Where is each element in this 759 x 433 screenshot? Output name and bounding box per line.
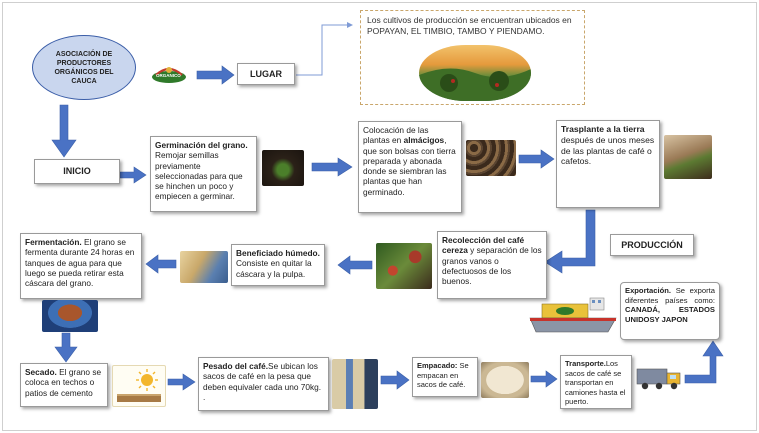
trasplante-body: después de unos meses de las plantas de …	[561, 134, 655, 167]
arrow-fermentacion-to-secado	[54, 332, 78, 363]
fermentacion-body: El grano se fermenta durante 24 horas en…	[25, 237, 135, 289]
recoleccion-title: Recolección del café cereza	[442, 235, 525, 256]
lugar-box: LUGAR	[237, 63, 295, 85]
beneficiado-title: Beneficiado húmedo.	[236, 248, 320, 258]
arrow-logo-to-lugar	[196, 65, 235, 85]
transporte-box: Transporte.Los sacos de café se transpor…	[560, 355, 632, 409]
beneficiado-image	[180, 251, 228, 283]
exportacion-title: Exportación.	[625, 286, 671, 295]
fermentacion-image	[42, 300, 98, 332]
ship-icon	[528, 294, 618, 336]
landscape-image	[419, 45, 531, 101]
location-text: Los cultivos de producción se encuentran…	[367, 15, 572, 36]
almacigos-image	[466, 140, 516, 176]
germinacion-box: Germinación del grano. Remojar semillas …	[150, 136, 257, 212]
arrow-beneficiado-to-fermentacion	[145, 254, 177, 274]
empacado-body: Se empacan en sacos de café.	[417, 361, 469, 389]
secado-box: Secado. El grano se coloca en techos o p…	[20, 363, 108, 407]
association-ellipse: ASOCIACIÓN DE PRODUCTORES ORGÁNICOS DEL …	[32, 35, 136, 100]
pesado-body: Se ubican los sacos de café en la pesa q…	[203, 361, 322, 402]
beneficiado-body: Consiste en quitar la cáscara y la pulpa…	[236, 258, 312, 279]
inicio-label: INICIO	[63, 166, 91, 177]
arrow-pesado-to-empacado	[380, 370, 410, 390]
association-name: ASOCIACIÓN DE PRODUCTORES ORGÁNICOS DEL …	[54, 50, 114, 85]
arrow-inicio-to-germinacion	[119, 166, 147, 184]
fermentacion-box: Fermentación. El grano se fermenta duran…	[20, 233, 142, 299]
germinacion-body: Remojar semillas previamente seleccionad…	[155, 150, 243, 202]
recoleccion-box: Recolección del café cereza y separación…	[437, 231, 547, 299]
trasplante-image	[664, 135, 712, 179]
recoleccion-image	[376, 243, 432, 289]
trasplante-box: Trasplante a la tierra después de unos m…	[556, 120, 660, 208]
inicio-box: INICIO	[34, 159, 120, 184]
produccion-box: PRODUCCIÓN	[610, 234, 694, 256]
arrow-transporte-to-exportacion	[684, 340, 724, 384]
secado-title: Secado.	[25, 367, 57, 377]
exportacion-body: Se exporta diferentes países como:	[625, 286, 715, 305]
trasplante-title: Trasplante a la tierra	[561, 124, 645, 134]
exportacion-countries: CANADÁ, ESTADOS UNIDOSY JAPON	[625, 305, 715, 324]
exportacion-box: Exportación. Se exporta diferentes paíse…	[620, 282, 720, 340]
produccion-label: PRODUCCIÓN	[621, 239, 683, 250]
connector-lugar-to-location	[296, 22, 353, 76]
almacigos-bold: almácigos	[403, 135, 445, 146]
fermentacion-title: Fermentación.	[25, 237, 82, 247]
secado-body: El grano se coloca en techos o patios de…	[25, 367, 102, 398]
pesado-title: Pesado del café.	[203, 361, 269, 371]
transporte-title: Transporte.	[565, 359, 606, 368]
arrow-empacado-to-transporte	[530, 370, 558, 388]
almacigos-box: Colocación de las plantas en almácigos, …	[358, 121, 462, 213]
empacado-image	[481, 362, 529, 398]
beneficiado-box: Beneficiado húmedo. Consiste en quitar l…	[231, 244, 325, 286]
lugar-label: LUGAR	[250, 68, 282, 79]
pesado-box: Pesado del café.Se ubican los sacos de c…	[198, 357, 329, 411]
germinacion-title: Germinación del grano.	[155, 140, 248, 150]
germinacion-image	[262, 150, 304, 186]
transporte-body: Los sacos de café se transportan en cami…	[565, 359, 626, 407]
arrow-secado-to-pesado	[167, 373, 196, 391]
pesado-image	[332, 359, 378, 409]
logo-text: ORGANICO	[156, 73, 181, 78]
arrow-trasplante-to-recoleccion	[544, 209, 596, 274]
almacigos-pre: Colocación de las plantas en	[363, 125, 429, 146]
arrow-recoleccion-to-beneficiado	[337, 255, 373, 275]
recoleccion-body: y separación de los granos vanos o defec…	[442, 245, 542, 287]
almacigos-post: , que son bolsas con tierra preparada y …	[363, 135, 456, 197]
empacado-title: Empacado:	[417, 361, 458, 370]
arrow-germinacion-to-almacigos	[311, 157, 353, 177]
secado-image	[112, 365, 166, 407]
truck-icon	[636, 364, 684, 392]
organico-logo: ORGANICO	[150, 63, 188, 85]
arrow-to-inicio	[51, 104, 77, 158]
empacado-box: Empacado: Se empacan en sacos de café.	[412, 357, 478, 397]
location-box: Los cultivos de producción se encuentran…	[360, 10, 585, 105]
arrow-almacigos-to-trasplante	[518, 149, 555, 169]
